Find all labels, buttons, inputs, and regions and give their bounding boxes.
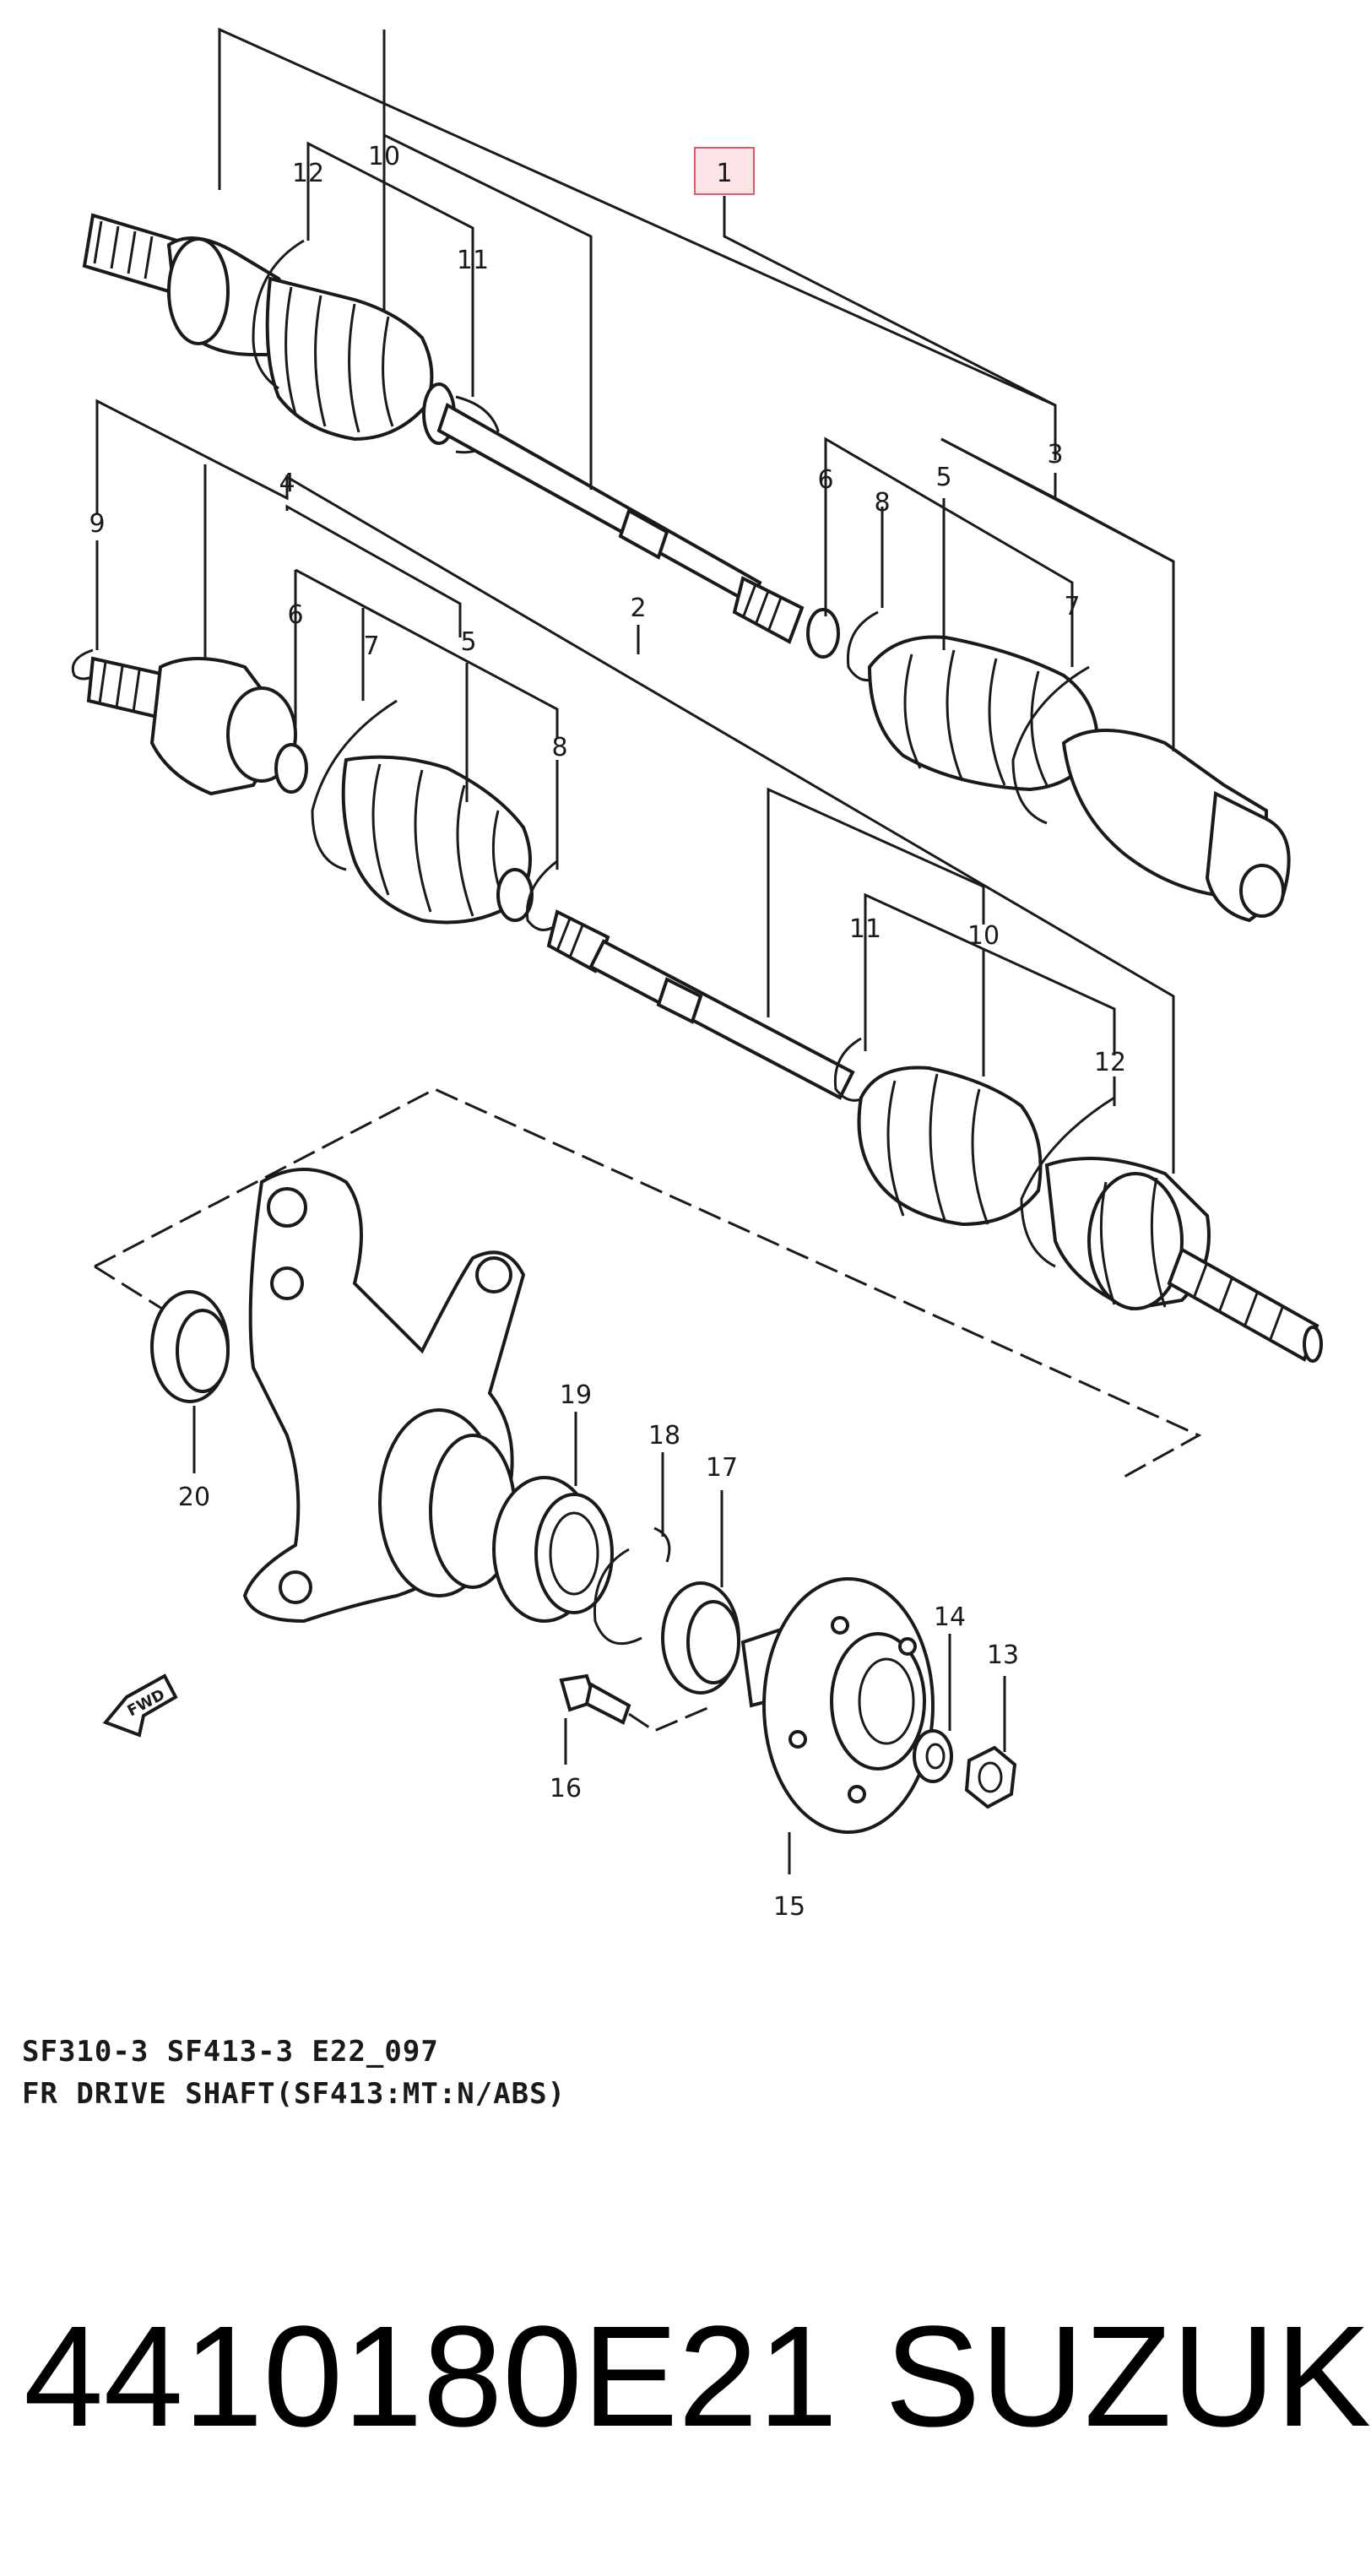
- diagram-title-caption: FR DRIVE SHAFT(SF413:MT:N/ABS): [22, 2077, 566, 2111]
- part-number: 4410180E21: [24, 2297, 838, 2457]
- item-1-highlight-box: [694, 147, 755, 195]
- knuckle-hub-assembly: FWD: [94, 1087, 1202, 1834]
- callout-8-upper[interactable]: 8: [874, 488, 890, 518]
- callout-7-upper[interactable]: 7: [1064, 592, 1080, 621]
- leader-lines: [95, 27, 1175, 1874]
- callout-2[interactable]: 2: [630, 594, 646, 623]
- callout-11-lower[interactable]: 11: [849, 914, 881, 944]
- callout-12-lower[interactable]: 12: [1094, 1048, 1126, 1077]
- callout-15[interactable]: 15: [773, 1892, 805, 1922]
- callout-1[interactable]: 1: [716, 159, 732, 188]
- callout-11-upper[interactable]: 11: [457, 246, 489, 275]
- callout-5-lower[interactable]: 5: [460, 627, 476, 657]
- callout-16[interactable]: 16: [550, 1774, 582, 1803]
- callout-4[interactable]: 4: [279, 469, 295, 498]
- callout-3[interactable]: 3: [1047, 440, 1063, 469]
- callout-6-lower[interactable]: 6: [287, 600, 303, 630]
- callout-8-lower[interactable]: 8: [551, 733, 567, 762]
- callout-5-upper[interactable]: 5: [935, 463, 951, 492]
- callout-17[interactable]: 17: [706, 1453, 738, 1483]
- upper-drive-shaft: [82, 213, 1291, 923]
- callout-10-lower[interactable]: 10: [967, 921, 1000, 951]
- exploded-parts-diagram: FWD: [71, 27, 1323, 1922]
- callout-9[interactable]: 9: [89, 509, 105, 539]
- callout-13[interactable]: 13: [987, 1641, 1019, 1670]
- fwd-arrow-icon: FWD: [102, 1673, 178, 1738]
- lower-drive-shaft: [71, 648, 1323, 1363]
- brand-name: SUZUKI: [885, 2297, 1371, 2457]
- diagram-code-caption: SF310-3 SF413-3 E22_097: [22, 2035, 439, 2069]
- callout-20[interactable]: 20: [178, 1483, 210, 1512]
- callout-7-lower[interactable]: 7: [363, 632, 379, 661]
- callout-6-upper[interactable]: 6: [817, 465, 833, 495]
- callout-10-upper[interactable]: 10: [368, 142, 400, 171]
- callout-12-upper[interactable]: 12: [292, 159, 324, 188]
- callout-19[interactable]: 19: [560, 1380, 592, 1410]
- callout-18[interactable]: 18: [648, 1421, 680, 1451]
- callout-labels: 1 10 12 11 3 6 8 5 7 4 9 2 6 7 5 8 11 10…: [89, 142, 1126, 1922]
- callout-14[interactable]: 14: [934, 1603, 966, 1632]
